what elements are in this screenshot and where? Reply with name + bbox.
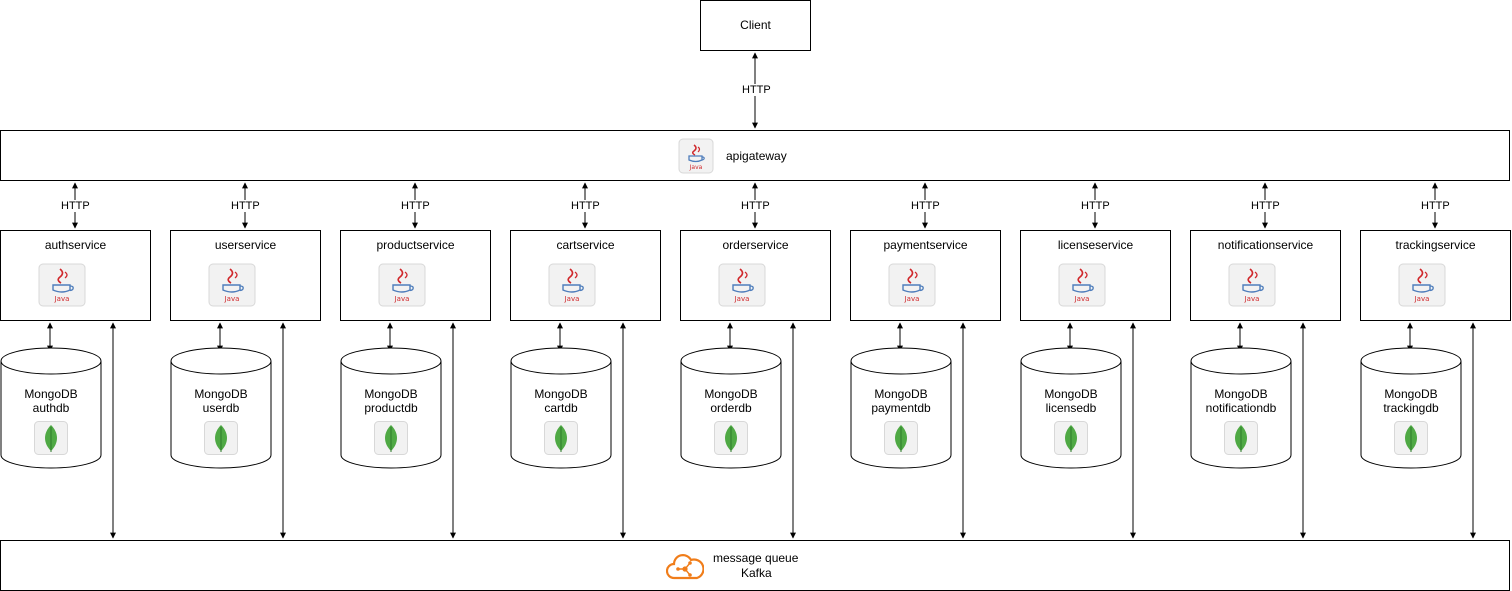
java-icon: Java (678, 138, 714, 174)
db-name-label: userdb (202, 401, 240, 415)
service-node-authservice: authservice Java (0, 230, 151, 321)
svg-text:Java: Java (224, 295, 240, 303)
service-node-notificationservice: notificationservice Java (1190, 230, 1341, 321)
java-icon: Java (208, 263, 256, 307)
service-node-cartservice: cartservice Java (510, 230, 661, 321)
db-engine-label: MongoDB (364, 387, 418, 401)
service-label: paymentservice (883, 238, 968, 252)
service-label: licenseservice (1057, 238, 1134, 252)
java-icon: Java (888, 263, 936, 307)
service-label: productservice (376, 238, 455, 252)
db-name-label: paymentdb (871, 401, 931, 415)
db-name-label: notificationdb (1205, 401, 1277, 415)
gateway-service-http-label: HTTP (740, 200, 771, 212)
svg-text:Java: Java (1414, 295, 1430, 303)
db-engine-label: MongoDB (1214, 387, 1268, 401)
queue-label-line1: message queue (713, 551, 799, 565)
gateway-service-http-label: HTTP (1420, 200, 1451, 212)
gateway-service-http-label: HTTP (230, 200, 261, 212)
db-engine-label: MongoDB (534, 387, 588, 401)
db-name-label: orderdb (710, 401, 752, 415)
service-label: trackingservice (1395, 238, 1476, 252)
java-icon: Java (1228, 263, 1276, 307)
service-label: orderservice (722, 238, 789, 252)
gateway-service-http-label: HTTP (1250, 200, 1281, 212)
apigateway-node: Java apigateway (0, 130, 1510, 181)
message-queue-node: message queue Kafka (0, 540, 1510, 591)
service-node-trackingservice: trackingservice Java (1360, 230, 1511, 321)
gateway-service-http-label: HTTP (570, 200, 601, 212)
db-name-label: authdb (32, 401, 70, 415)
service-node-productservice: productservice Java (340, 230, 491, 321)
mongodb-icon (884, 421, 918, 455)
db-engine-label: MongoDB (24, 387, 78, 401)
apigateway-label: apigateway (726, 149, 787, 163)
svg-text:Java: Java (689, 164, 703, 171)
service-label: userservice (214, 238, 277, 252)
client-gateway-http-label: HTTP (741, 84, 772, 96)
queue-label-line2: Kafka (741, 566, 772, 580)
svg-text:Java: Java (1074, 295, 1090, 303)
service-node-licenseservice: licenseservice Java (1020, 230, 1171, 321)
db-engine-label: MongoDB (1384, 387, 1438, 401)
service-label: cartservice (556, 238, 615, 252)
mongodb-icon (34, 421, 68, 455)
java-icon: Java (38, 263, 86, 307)
java-icon: Java (718, 263, 766, 307)
service-node-paymentservice: paymentservice Java (850, 230, 1001, 321)
gateway-service-http-label: HTTP (400, 200, 431, 212)
mongodb-icon (204, 421, 238, 455)
svg-text:Java: Java (1244, 295, 1260, 303)
gateway-service-http-label: HTTP (60, 200, 91, 212)
db-name-label: cartdb (544, 401, 578, 415)
gateway-service-http-label: HTTP (1080, 200, 1111, 212)
java-icon: Java (548, 263, 596, 307)
svg-text:Java: Java (904, 295, 920, 303)
mongodb-icon (544, 421, 578, 455)
mongodb-icon (1394, 421, 1428, 455)
service-node-userservice: userservice Java (170, 230, 321, 321)
java-icon: Java (1058, 263, 1106, 307)
db-engine-label: MongoDB (194, 387, 248, 401)
java-icon: Java (378, 263, 426, 307)
svg-text:Java: Java (564, 295, 580, 303)
db-name-label: licensedb (1045, 401, 1097, 415)
svg-text:Java: Java (734, 295, 750, 303)
svg-text:Java: Java (394, 295, 410, 303)
svg-text:Java: Java (54, 295, 70, 303)
mongodb-icon (374, 421, 408, 455)
kafka-cloud-icon (666, 554, 704, 580)
mongodb-icon (1054, 421, 1088, 455)
service-label: notificationservice (1217, 238, 1314, 252)
client-label: Client (740, 18, 771, 32)
db-engine-label: MongoDB (1044, 387, 1098, 401)
java-icon: Java (1398, 263, 1446, 307)
service-label: authservice (44, 238, 107, 252)
db-engine-label: MongoDB (874, 387, 928, 401)
gateway-service-http-label: HTTP (910, 200, 941, 212)
db-name-label: productdb (364, 401, 418, 415)
mongodb-icon (1224, 421, 1258, 455)
mongodb-icon (714, 421, 748, 455)
db-engine-label: MongoDB (704, 387, 758, 401)
client-node: Client (700, 0, 811, 51)
db-name-label: trackingdb (1383, 401, 1439, 415)
service-node-orderservice: orderservice Java (680, 230, 831, 321)
